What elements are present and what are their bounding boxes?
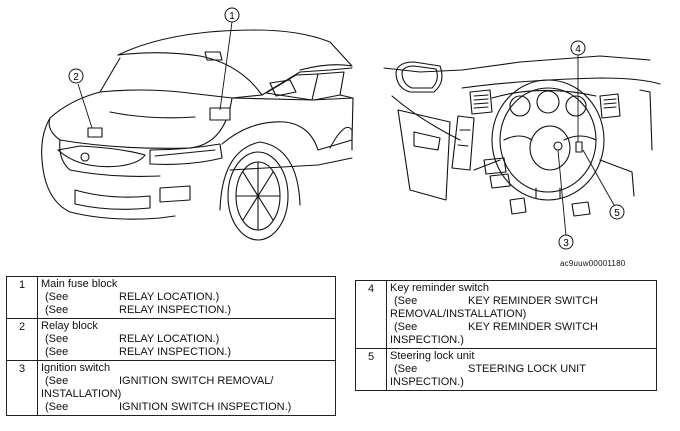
vehicle-drawing	[41, 29, 354, 241]
callout-5: 5	[609, 204, 625, 220]
callout-label-1: 1	[229, 11, 235, 22]
item-name: Main fuse block	[41, 278, 118, 290]
reference-continuation[interactable]: INSPECTION.)	[390, 376, 464, 388]
component-location-illustration: 1 2 3 4 5	[41, 7, 661, 250]
cockpit-drawing	[383, 55, 661, 217]
callout-2: 2	[68, 68, 84, 84]
figure-reference-code: ac9uuw00001180	[560, 259, 626, 268]
callout-1: 1	[224, 7, 240, 23]
callout-label-4: 4	[575, 44, 581, 55]
reference-link[interactable]: KEY REMINDER SWITCH	[468, 321, 598, 333]
reference-link[interactable]: IGNITION SWITCH REMOVAL/	[119, 375, 274, 387]
reference-link[interactable]: STEERING LOCK UNIT	[468, 363, 586, 375]
callout-label-3: 3	[563, 238, 569, 249]
item-name: Relay block	[41, 320, 98, 332]
reference-link[interactable]: RELAY LOCATION.)	[119, 333, 220, 345]
item-name: Key reminder switch	[390, 282, 490, 294]
reference-continuation[interactable]: INSPECTION.)	[390, 334, 464, 346]
callout-leaders	[77, 21, 615, 237]
item-number: 2	[6, 318, 38, 361]
item-number: 4	[355, 280, 387, 349]
reference-link[interactable]: RELAY LOCATION.)	[119, 291, 220, 303]
reference-continuation[interactable]: REMOVAL/INSTALLATION)	[390, 308, 527, 320]
item-name: Ignition switch	[41, 362, 111, 374]
reference-link[interactable]: KEY REMINDER SWITCH	[468, 295, 598, 307]
item-name: Steering lock unit	[390, 350, 475, 362]
reference-link[interactable]: RELAY INSPECTION.)	[119, 346, 232, 358]
reference-continuation[interactable]: INSTALLATION)	[41, 388, 122, 400]
callout-3: 3	[558, 234, 574, 250]
callout-label-2: 2	[73, 72, 79, 83]
callout-label-5: 5	[614, 208, 620, 219]
reference-link[interactable]: RELAY INSPECTION.)	[119, 304, 232, 316]
reference-link[interactable]: IGNITION SWITCH INSPECTION.)	[119, 401, 292, 413]
callout-4: 4	[570, 40, 586, 56]
item-number: 3	[6, 360, 38, 416]
item-number: 5	[355, 348, 387, 391]
item-number: 1	[6, 276, 38, 319]
